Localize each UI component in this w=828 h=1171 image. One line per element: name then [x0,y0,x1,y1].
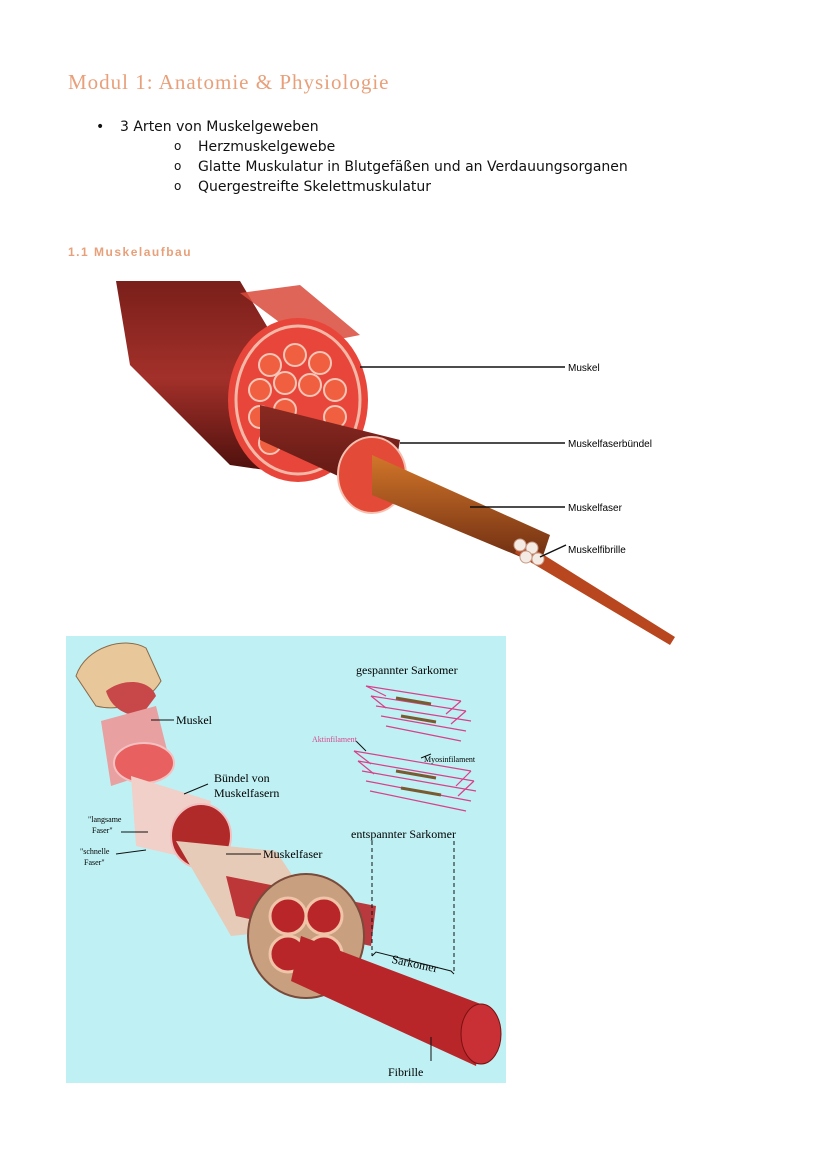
label-muskelfaser: Muskelfaser [568,503,623,514]
label-myosinfilament: Myosinfilament [424,755,476,764]
myosin-filaments [395,696,442,797]
label-langsam-2: Faser" [92,826,113,835]
muscle-fiber [372,455,550,565]
sarcomere-figure: gespannter Sarkomer Aktinfilament Myosin… [66,636,506,1083]
label-muskel: Muskel [176,713,213,727]
sub-list: Herzmuskelgewebe Glatte Muskulatur in Bl… [120,136,628,197]
label-muskel: Muskel [568,363,600,374]
label-gespannter-sarkomer: gespannter Sarkomer [356,663,458,677]
label-buendel-2: Muskelfasern [214,786,279,800]
muscle-structure-figure: Muskel Muskelfaserbündel Muskelfaser Mus… [116,281,675,645]
sarcomere-tense [365,685,472,742]
label-entspannter-sarkomer: entspannter Sarkomer [351,827,456,841]
sarcomere-relaxed [353,750,477,812]
label-langsam-1: "langsame [88,815,122,824]
label-schnell-1: "schnelle [80,847,110,856]
label-muskelfibrille: Muskelfibrille [568,545,626,556]
sub-list-item: Quergestreifte Skelettmuskulatur [170,176,628,197]
label-muskelfaserbuendel: Muskelfaserbündel [568,439,652,450]
list-item: 3 Arten von Muskelgeweben Herzmuskelgewe… [92,117,628,197]
myofibril [515,540,675,645]
biceps-illustration [106,681,156,716]
label-muskelfaser: Muskelfaser [263,847,322,861]
bullet-text: 3 Arten von Muskelgeweben [120,119,319,135]
sub-list-item: Glatte Muskulatur in Blutgefäßen und an … [170,156,628,177]
label-aktinfilament: Aktinfilament [312,735,358,744]
bullet-list: 3 Arten von Muskelgeweben Herzmuskelgewe… [92,117,628,197]
sub-list-item: Herzmuskelgewebe [170,136,628,157]
page-title: Modul 1: Anatomie & Physiologie [68,70,390,94]
section-title: 1.1 Muskelaufbau [68,245,193,259]
label-fibrille: Fibrille [388,1065,423,1079]
label-buendel-1: Bündel von [214,771,270,785]
label-schnell-2: Faser" [84,858,105,867]
fibril [291,936,486,1066]
